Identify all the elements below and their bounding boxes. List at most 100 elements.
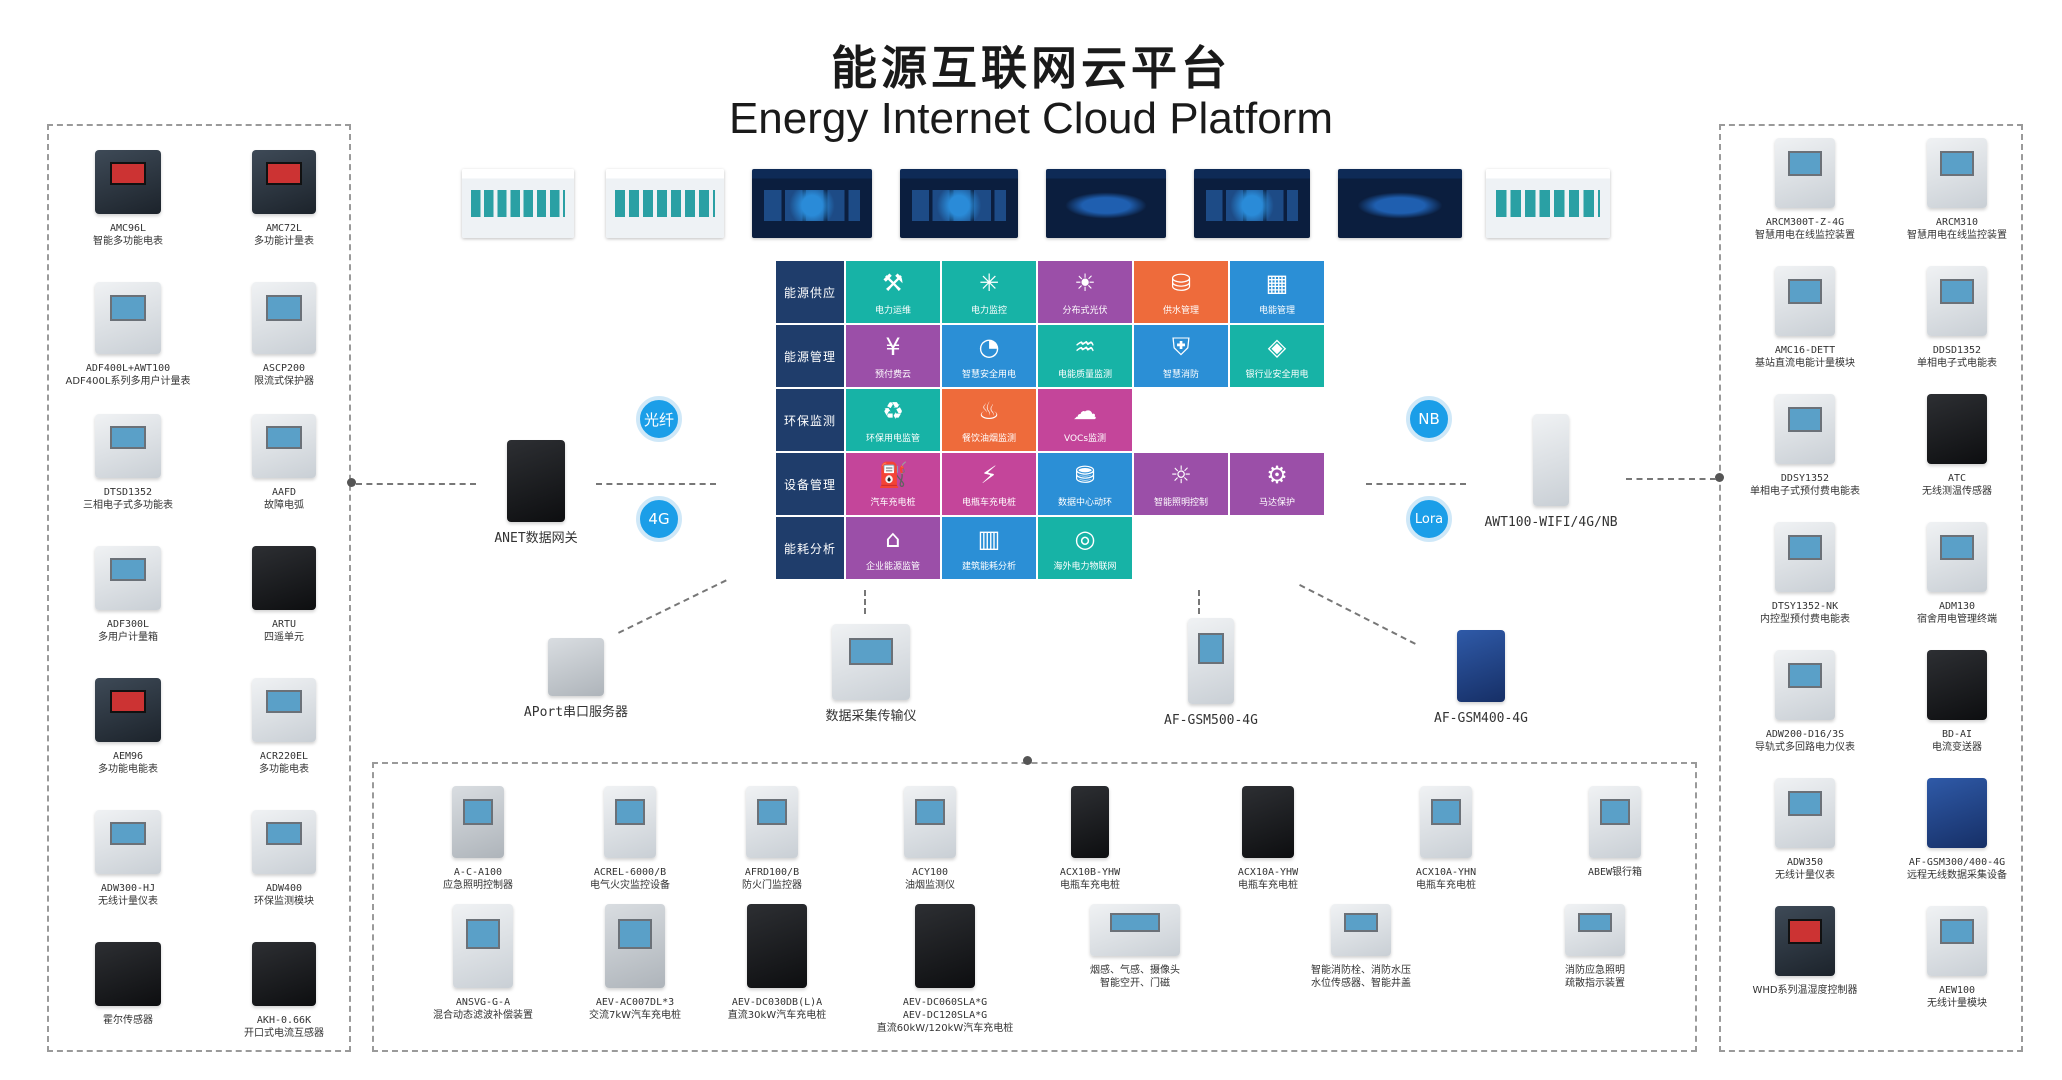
dashboard-screenshot	[462, 169, 574, 238]
dashboard-screenshot	[1338, 169, 1462, 238]
connector-dot	[1715, 473, 1724, 482]
function-tile[interactable]: ⛃ 数据中心动环	[1038, 453, 1132, 515]
device-image	[452, 786, 504, 858]
device-desc: 多功能电表	[259, 764, 309, 775]
device-card: ARCM300T-Z-4G 智慧用电在线监控装置	[1730, 138, 1880, 242]
function-tile[interactable]: ♻环保用电监管	[846, 389, 940, 451]
device-image	[1071, 786, 1109, 858]
device-image	[746, 786, 798, 858]
device-desc: 单相电子式预付费电能表	[1750, 486, 1860, 497]
function-tile[interactable]: ¥预付费云	[846, 325, 940, 387]
function-tile[interactable]: ♨餐饮油烟监测	[942, 389, 1036, 451]
device-desc: WHD系列温湿度控制器	[1752, 985, 1858, 996]
device-desc: 水位传感器、智能井盖	[1311, 978, 1411, 989]
device-desc: 智能空开、门磁	[1100, 978, 1170, 989]
device-name: AEM96	[112, 751, 144, 762]
anet-gateway: ANET数据网关	[486, 440, 586, 547]
device-desc: ADF400L系列多用户计量表	[65, 376, 191, 387]
function-tile[interactable]: ⚒电力运维	[846, 261, 940, 323]
device-desc: 智能多功能电表	[93, 236, 163, 247]
device-desc: 应急照明控制器	[443, 880, 513, 891]
function-tile[interactable]: ⌂企业能源监管	[846, 517, 940, 579]
device-name: AAFD	[271, 487, 297, 498]
tile-label: 智慧消防	[1162, 369, 1199, 380]
device-name: ARCM310	[1935, 217, 1979, 228]
function-tile[interactable]: ⛽汽车充电桩	[846, 453, 940, 515]
device-image	[1927, 522, 1987, 592]
tile-label: 数据中心动环	[1057, 497, 1112, 508]
device-desc: 智慧用电在线监控装置	[1755, 230, 1855, 241]
nb-bubble: NB	[1406, 396, 1452, 442]
function-tile[interactable]: ⚡电瓶车充电桩	[942, 453, 1036, 515]
device-name: ACX10A-YHW	[1237, 867, 1299, 878]
function-tile[interactable]: ▥建筑能耗分析	[942, 517, 1036, 579]
tile-label: 电力运维	[874, 305, 911, 316]
tile-icon: ⛁	[1170, 268, 1192, 297]
function-tile[interactable]: ▦电能管理	[1230, 261, 1324, 323]
device-image	[1775, 650, 1835, 720]
device-name: 烟感、气感、摄像头	[1090, 965, 1180, 976]
function-tile[interactable]: ⛨ 智慧消防	[1134, 325, 1228, 387]
function-tile[interactable]: ☀分布式光伏	[1038, 261, 1132, 323]
device-desc: 无线测温传感器	[1922, 486, 1992, 497]
function-tile[interactable]: ◎海外电力物联网	[1038, 517, 1132, 579]
device-desc: 导轨式多回路电力仪表	[1755, 742, 1855, 753]
tile-label: 企业能源监管	[865, 561, 920, 572]
device-image	[95, 546, 161, 610]
device-name: DDSY1352	[1780, 473, 1830, 484]
device-desc: 电瓶车充电桩	[1238, 880, 1298, 891]
category-label: 环保监测	[776, 389, 844, 451]
connector-line	[618, 579, 727, 634]
device-name: ARCM300T-Z-4G	[1765, 217, 1845, 228]
function-tile[interactable]: ☼智能照明控制	[1134, 453, 1228, 515]
device-name: AF-GSM300/400-4G	[1908, 857, 2006, 868]
function-tile[interactable]: ♒电能质量监测	[1038, 325, 1132, 387]
device-card: 消防应急照明疏散指示装置	[1520, 904, 1670, 990]
function-tile[interactable]: ◔智慧安全用电	[942, 325, 1036, 387]
dashboard-screenshot	[1194, 169, 1310, 238]
device-desc: 电瓶车充电桩	[1060, 880, 1120, 891]
tile-icon: ♨	[978, 396, 1000, 425]
tile-icon: ⛨	[1172, 332, 1190, 361]
tile-label: 电力监控	[970, 305, 1007, 316]
device-image	[1775, 394, 1835, 464]
tile-icon: ▦	[1265, 268, 1289, 297]
function-tile[interactable]: ⛁供水管理	[1134, 261, 1228, 323]
device-image	[252, 150, 316, 214]
aport-server: APort串口服务器	[496, 638, 656, 721]
function-tile[interactable]: ☁VOCs监测	[1038, 389, 1132, 451]
function-tile[interactable]: ✳电力监控	[942, 261, 1036, 323]
tile-icon: ⛃	[1074, 460, 1096, 489]
category-label: 能耗分析	[776, 517, 844, 579]
function-tile[interactable]: ⚙马达保护	[1230, 453, 1324, 515]
connector-dot	[347, 478, 356, 487]
device-desc: 故障电弧	[264, 500, 304, 511]
device-card: ACX10A-YHW 电瓶车充电桩	[1198, 786, 1338, 892]
device-name: DTSD1352	[103, 487, 153, 498]
device-desc: 电气火灾监控设备	[590, 880, 670, 891]
device-image	[915, 904, 975, 988]
dashboard-screenshot	[900, 169, 1018, 238]
tile-label: 预付费云	[874, 369, 911, 380]
device-desc: 疏散指示装置	[1565, 978, 1625, 989]
device-name: ADM130	[1938, 601, 1976, 612]
function-tile[interactable]: ◈银行业安全用电	[1230, 325, 1324, 387]
device-name: ADW300-HJ	[100, 883, 156, 894]
device-image	[605, 904, 665, 988]
tile-label: VOCs监测	[1063, 433, 1107, 444]
device-desc: 直流60kW/120kW汽车充电桩	[876, 1023, 1014, 1034]
